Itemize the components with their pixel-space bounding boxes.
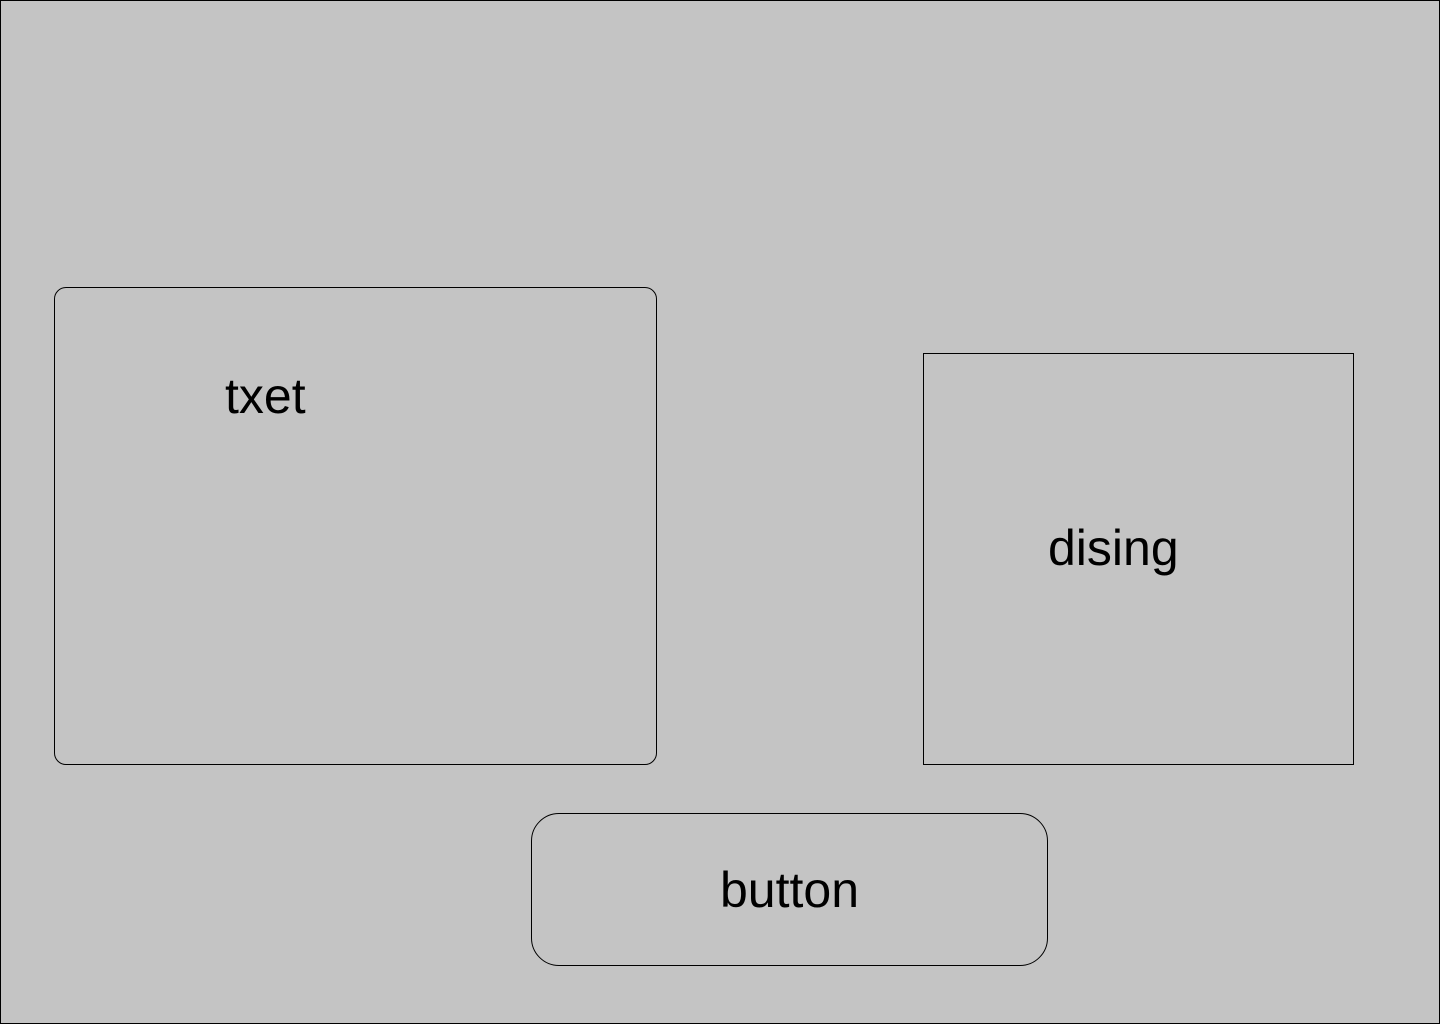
text-panel: txet [54,287,657,765]
design-panel-label: dising [1048,520,1179,576]
text-panel-label: txet [225,368,306,424]
design-panel: dising [923,353,1354,765]
main-button[interactable]: button [531,813,1048,966]
main-button-label: button [719,862,859,918]
